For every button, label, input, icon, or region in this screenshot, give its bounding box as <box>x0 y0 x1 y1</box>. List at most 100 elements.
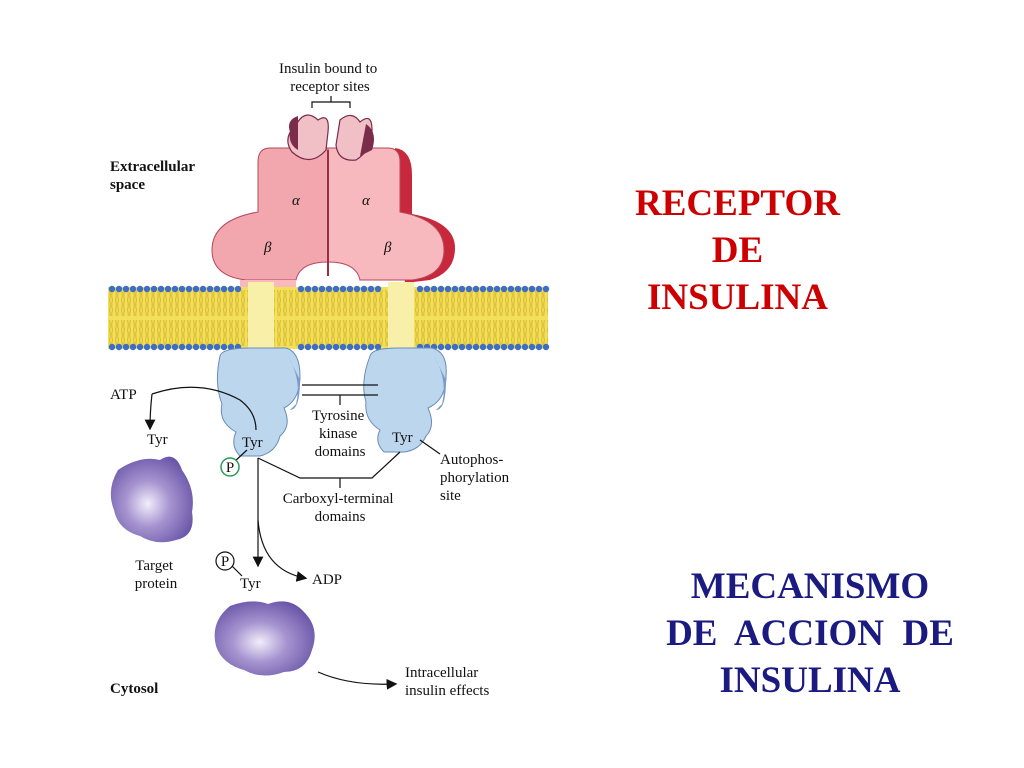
phospholipid-head <box>171 285 179 293</box>
phospholipid-head <box>325 343 333 351</box>
extracellular-label: Extracellular space <box>110 159 198 193</box>
alpha-subunits <box>211 114 455 287</box>
phosphorylated-protein <box>214 601 315 676</box>
phospholipid-head <box>129 343 137 351</box>
insulin-bound-label: Insulin bound to receptor sites <box>279 61 381 95</box>
mechanism-title-line: INSULINA <box>719 660 901 701</box>
phospholipid-head <box>437 343 445 351</box>
phospholipid-head <box>220 285 228 293</box>
phospholipid-head <box>115 343 123 351</box>
cytosol-label: Cytosol <box>110 681 158 697</box>
phospholipid-head <box>346 343 354 351</box>
phospholipid-head <box>227 285 235 293</box>
pathway-lines <box>144 96 441 690</box>
phospholipid-head <box>339 285 347 293</box>
phospholipid-head <box>318 343 326 351</box>
phospholipid-head <box>444 343 452 351</box>
svg-text:P: P <box>221 554 229 570</box>
receptor-title-line: DE <box>711 230 764 271</box>
receptor-title: RECEPTOR DE INSULINA <box>600 180 875 321</box>
phospholipid-head <box>360 285 368 293</box>
phospholipid-head <box>332 285 340 293</box>
alpha-label-right: α <box>362 193 371 209</box>
phospholipid-head <box>542 343 550 351</box>
phospholipid-head <box>444 285 452 293</box>
adp-label: ADP <box>312 572 342 588</box>
phospholipid-head <box>535 285 543 293</box>
phospholipid-head <box>486 285 494 293</box>
phospholipid-head <box>514 285 522 293</box>
phospholipid-head <box>192 285 200 293</box>
phospholipid-head <box>437 285 445 293</box>
mechanism-title-line: DE ACCION DE <box>666 613 954 654</box>
phospholipid-head <box>339 343 347 351</box>
phospholipid-head <box>297 343 305 351</box>
receptor-title-line: INSULINA <box>647 277 828 318</box>
phospholipid-head <box>430 285 438 293</box>
tyr-label-phospho: Tyr <box>240 576 261 592</box>
phospholipid-head <box>311 285 319 293</box>
transmembrane-segments <box>248 282 414 352</box>
phospholipid-head <box>528 285 536 293</box>
phospholipid-head <box>416 285 424 293</box>
target-protein <box>110 456 193 543</box>
phospholipid-head <box>213 343 221 351</box>
phospholipid-head <box>136 285 144 293</box>
phospholipid-head <box>374 343 382 351</box>
beta-label-right: β <box>383 240 392 256</box>
phospholipid-head <box>115 285 123 293</box>
phospholipid-head <box>367 343 375 351</box>
phospholipid-head <box>206 343 214 351</box>
phospholipid-head <box>486 343 494 351</box>
phospholipid-head <box>472 343 480 351</box>
phospholipid-head <box>374 285 382 293</box>
atp-label: ATP <box>110 387 137 403</box>
phospholipid-head <box>185 285 193 293</box>
phospholipid-head <box>157 343 165 351</box>
phospholipid-head <box>514 343 522 351</box>
intracellular-effects-label: Intracellular insulin effects <box>405 665 489 699</box>
phospholipid-head <box>500 285 508 293</box>
svg-text:P: P <box>226 460 234 476</box>
phospholipid-head <box>213 285 221 293</box>
phospholipid-head <box>423 285 431 293</box>
mechanism-title-line: MECANISMO <box>690 566 930 607</box>
phospholipid-head <box>304 343 312 351</box>
phospholipid-head <box>143 343 151 351</box>
phospholipid-head <box>458 285 466 293</box>
phospholipid-head <box>171 343 179 351</box>
phospholipid-head <box>297 285 305 293</box>
tyr-label-target: Tyr <box>147 432 168 448</box>
phospholipid-head <box>129 285 137 293</box>
phospholipid-head <box>108 285 116 293</box>
phospholipid-head <box>500 343 508 351</box>
phospholipid-head <box>479 343 487 351</box>
phospholipid-head <box>332 343 340 351</box>
phospholipid-head <box>521 285 529 293</box>
phospholipid-head <box>136 343 144 351</box>
phospholipid-head <box>451 343 459 351</box>
phospholipid-head <box>164 343 172 351</box>
phospholipid-head <box>535 343 543 351</box>
phosphate-group-receptor: P <box>220 457 240 477</box>
phospholipid-head <box>178 343 186 351</box>
phospholipid-head <box>318 285 326 293</box>
tyrosine-kinase-domains <box>216 347 447 457</box>
phospholipid-head <box>465 285 473 293</box>
phospholipid-head <box>507 285 515 293</box>
cell-membrane <box>108 285 550 351</box>
tyr-label-receptor-right: Tyr <box>392 430 413 446</box>
phospholipid-head <box>178 285 186 293</box>
phospholipid-head <box>122 343 130 351</box>
phospholipid-head <box>451 285 459 293</box>
phospholipid-head <box>507 343 515 351</box>
tyr-label-receptor-left: Tyr <box>242 435 263 451</box>
phosphate-group-protein: P <box>215 551 235 571</box>
carboxyl-terminal-label: Carboxyl-terminal domains <box>283 491 398 525</box>
mechanism-title: MECANISMO DE ACCION DE INSULINA <box>640 563 980 704</box>
phospholipid-head <box>108 343 116 351</box>
phospholipid-head <box>521 343 529 351</box>
phospholipid-head <box>220 343 228 351</box>
phospholipid-head <box>199 285 207 293</box>
